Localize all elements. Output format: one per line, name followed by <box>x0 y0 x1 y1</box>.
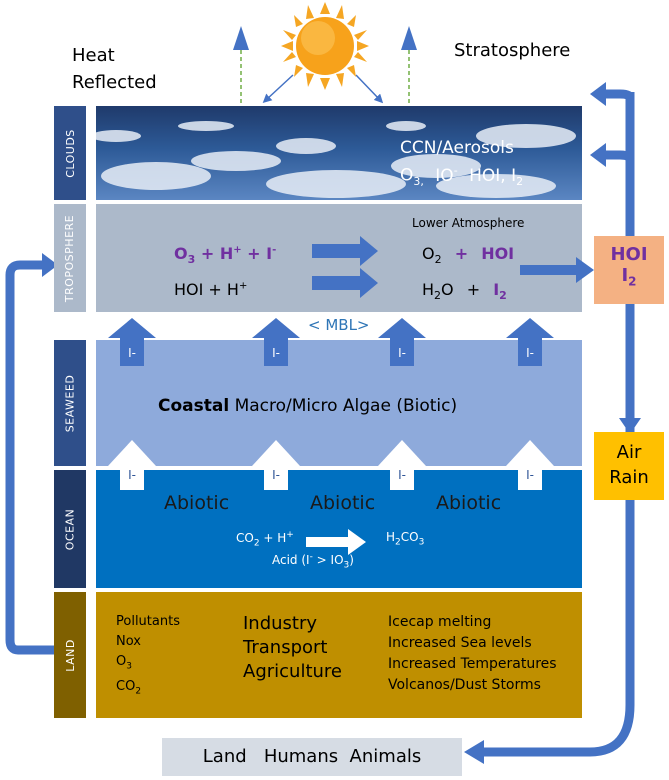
land-impact-item: Increased Temperatures <box>388 656 557 672</box>
ocean-iodide-arrow-2: I- <box>264 462 288 490</box>
reaction-arrow-1 <box>312 236 378 266</box>
reaction-product-2: H2O + I2 <box>422 280 507 303</box>
land-sources-list: Industry Transport Agriculture <box>243 612 342 684</box>
ocean-layer-bar: OCEAN <box>54 470 86 588</box>
clouds-layer-bar: CLOUDS <box>54 106 86 200</box>
troposphere-panel: Lower Atmosphere O3 + H+ + I- HOI + H+ O… <box>96 204 582 312</box>
right-top-arrow <box>606 89 635 100</box>
right-clouds-arrow <box>604 150 635 161</box>
sun-ray-left <box>262 74 294 104</box>
reaction-reactant-1: O3 + H+ + I- <box>174 244 277 267</box>
acid-note: Acid (I- > IO3) <box>272 552 354 571</box>
seaweed-description: Coastal Macro/Micro Algae (Biotic) <box>158 396 458 416</box>
stratosphere-label: Stratosphere <box>454 40 571 61</box>
land-pollutants-list: Pollutants Nox O3 CO2 <box>116 612 180 701</box>
ocean-panel <box>96 470 582 588</box>
land-pollutant-item: Pollutants <box>116 614 180 629</box>
land-pollutant-item: Nox <box>116 634 141 649</box>
hoi-i2-box: HOI I2 <box>594 236 664 304</box>
seaweed-iodide-arrow-2: I- <box>264 340 288 366</box>
abiotic-label-1: Abiotic <box>164 492 230 514</box>
land-pollutant-item: CO2 <box>116 678 142 697</box>
clouds-panel: CCN/Aerosols O3, IO- HOI, I2 <box>96 106 582 200</box>
abiotic-label-3: Abiotic <box>436 492 502 514</box>
right-loop-line <box>480 92 635 757</box>
h2co3-product: H2CO3 <box>386 530 425 548</box>
co2-reactant: CO2 + H+ <box>236 530 294 549</box>
heat-reflected-label: Heat Reflected <box>72 45 157 93</box>
bottom-arrowhead <box>464 740 484 764</box>
right-down-arrowhead <box>619 418 641 434</box>
land-humans-animals-box: Land Humans Animals <box>162 738 462 776</box>
land-layer-bar: LAND <box>54 592 86 718</box>
reaction-arrow-2 <box>312 268 378 298</box>
left-loop-arrowhead <box>42 253 58 277</box>
mbl-label: < MBL> <box>308 316 370 334</box>
cloud-shapes <box>96 121 576 198</box>
carbonic-acid-arrow <box>306 529 366 555</box>
right-top-arrowhead <box>590 82 606 106</box>
ocean-iodide-arrow-3: I- <box>390 462 414 490</box>
ocean-iodide-arrow-4: I- <box>518 462 542 490</box>
seaweed-layer-bar: SEAWEED <box>54 340 86 466</box>
mbl-up-arrows <box>108 318 554 344</box>
land-impacts-list: Icecap melting Increased Sea levels Incr… <box>388 612 557 696</box>
seaweed-iodide-arrow-4: I- <box>518 340 542 366</box>
land-source-item: Agriculture <box>243 661 342 682</box>
clouds-species-label: O3, IO- HOI, I2 <box>400 164 524 189</box>
hoi-export-arrow <box>520 257 594 283</box>
air-rain-box: Air Rain <box>594 432 664 500</box>
land-source-item: Industry <box>243 613 318 634</box>
seaweed-iodide-arrow-1: I- <box>120 340 144 366</box>
land-impact-item: Increased Sea levels <box>388 635 532 651</box>
land-source-item: Transport <box>243 637 328 658</box>
right-clouds-arrowhead <box>590 143 606 167</box>
ccn-aerosols-label: CCN/Aerosols <box>400 138 514 158</box>
troposphere-layer-bar: TROPOSPHERE <box>54 204 86 312</box>
sun-icon <box>281 2 369 90</box>
sun-ray-right <box>355 74 384 104</box>
reaction-product-1: O2 + HOI <box>422 244 515 267</box>
land-impact-item: Icecap melting <box>388 614 492 630</box>
seaweed-iodide-arrow-3: I- <box>390 340 414 366</box>
ocean-iodide-arrow-1: I- <box>120 462 144 490</box>
land-impact-item: Volcanos/Dust Storms <box>388 677 541 693</box>
lower-atmosphere-label: Lower Atmosphere <box>412 216 525 230</box>
abiotic-label-2: Abiotic <box>310 492 376 514</box>
reaction-reactant-2: HOI + H+ <box>174 280 248 299</box>
heat-arrow-right <box>401 26 417 50</box>
heat-arrow-left <box>233 26 249 50</box>
land-pollutant-item: O3 <box>116 654 132 672</box>
left-loop-arrow <box>5 260 54 655</box>
land-panel: Pollutants Nox O3 CO2 Industry Transport… <box>96 592 582 718</box>
seaweed-panel <box>96 340 582 466</box>
